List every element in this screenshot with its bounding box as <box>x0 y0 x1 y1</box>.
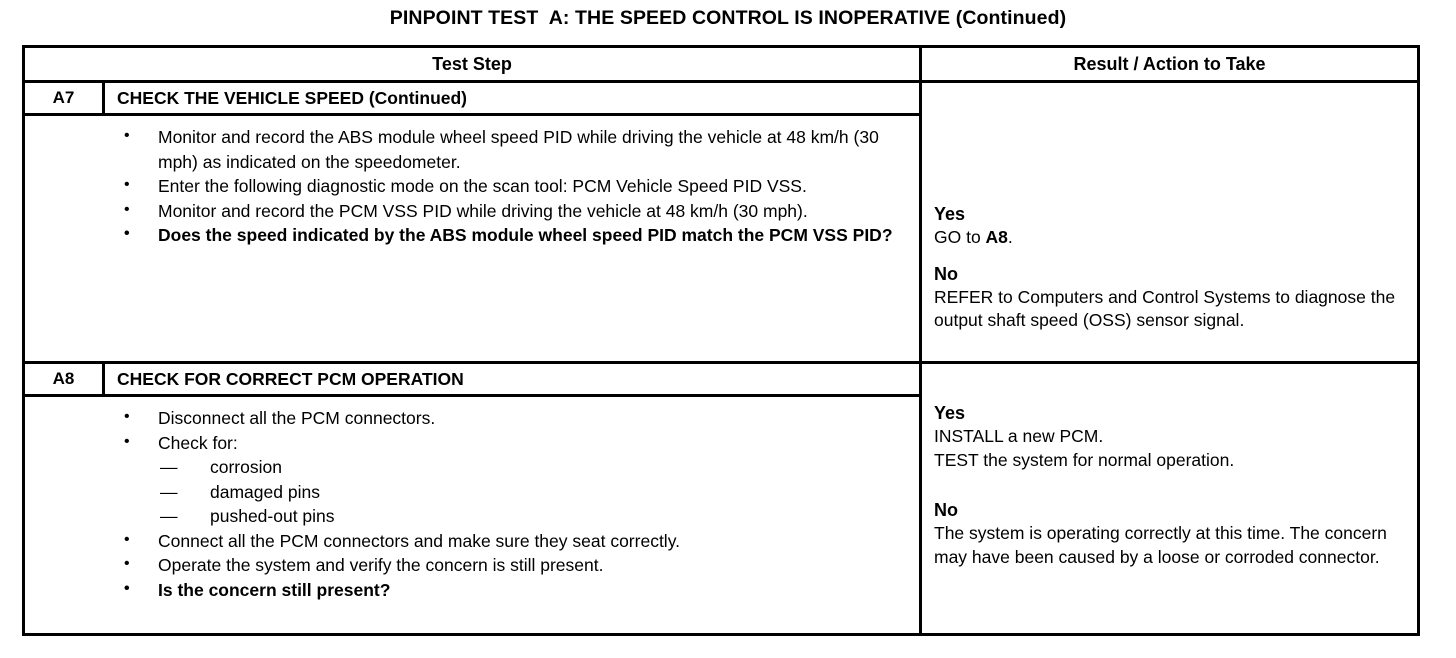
list-item: Check for: corrosion damaged pins pushed… <box>25 430 905 529</box>
list-item: Monitor and record the ABS module wheel … <box>25 124 905 174</box>
step-body-a8: Disconnect all the PCM connectors. Check… <box>25 397 919 633</box>
result-action-cell-a8: Yes INSTALL a new PCM. TEST the system f… <box>922 364 1417 633</box>
test-step-cell-a8: A8 CHECK FOR CORRECT PCM OPERATION Disco… <box>25 364 922 633</box>
table-header-row: Test Step Result / Action to Take <box>25 48 1417 83</box>
spacer <box>934 250 1405 263</box>
step-header-a7: A7 CHECK THE VEHICLE SPEED (Continued) <box>25 83 919 116</box>
page-title: PINPOINT TEST A: THE SPEED CONTROL IS IN… <box>389 7 1067 29</box>
step-title-a8: CHECK FOR CORRECT PCM OPERATION <box>117 368 464 389</box>
sub-list-item: damaged pins <box>158 480 905 505</box>
result-no-text-a8: The system is operating correctly at thi… <box>934 523 1387 567</box>
result-yes-line1-a8: INSTALL a new PCM. <box>934 426 1104 446</box>
step-id-a8: A8 <box>25 364 105 394</box>
test-step-cell-a7: A7 CHECK THE VEHICLE SPEED (Continued) M… <box>25 83 922 361</box>
step-body-a7: Monitor and record the ABS module wheel … <box>25 116 919 361</box>
result-yes-text-pre-a7: GO to <box>934 227 986 247</box>
column-header-result-action: Result / Action to Take <box>1073 53 1266 74</box>
step-id-a7: A7 <box>25 83 105 113</box>
result-action-cell-a7: Yes GO to A8. No REFER to Computers and … <box>922 83 1417 361</box>
result-yes-label-a7: Yes <box>934 204 966 224</box>
result-no-text-a7: REFER to Computers and Control Systems t… <box>934 286 1396 331</box>
result-yes-text-a7: GO to A8. <box>934 226 1405 250</box>
list-item: Is the concern still present? <box>25 577 905 603</box>
result-yes-line2-a8: TEST the system for normal operation. <box>934 449 1235 470</box>
list-item: Enter the following diagnostic mode on t… <box>25 173 905 199</box>
result-yes-target-a7: A8 <box>985 227 1008 247</box>
list-item: Connect all the PCM connectors and make … <box>25 528 905 554</box>
list-item: Operate the system and verify the concer… <box>25 552 905 578</box>
step-bullet-list-a8: Disconnect all the PCM connectors. Check… <box>25 405 905 603</box>
sub-list-item: corrosion <box>158 455 905 480</box>
list-item: Does the speed indicated by the ABS modu… <box>25 222 905 248</box>
result-no-label-a7: No <box>934 263 958 284</box>
column-header-test-step: Test Step <box>25 48 922 80</box>
step-sub-list-a8: corrosion damaged pins pushed-out pins <box>158 455 905 529</box>
list-item: Disconnect all the PCM connectors. <box>25 405 905 431</box>
result-no-label-a8: No <box>934 500 958 520</box>
list-item: Monitor and record the PCM VSS PID while… <box>25 198 905 224</box>
pinpoint-test-table: Test Step Result / Action to Take A7 CHE… <box>22 45 1420 636</box>
table-row-a7: A7 CHECK THE VEHICLE SPEED (Continued) M… <box>25 83 1417 364</box>
step-title-a7: CHECK THE VEHICLE SPEED (Continued) <box>117 87 468 108</box>
list-item-label: Check for: <box>158 432 238 453</box>
result-yes-label-a8: Yes <box>934 403 966 423</box>
step-bullet-list-a7: Monitor and record the ABS module wheel … <box>25 124 905 248</box>
step-header-a8: A8 CHECK FOR CORRECT PCM OPERATION <box>25 364 919 397</box>
table-row-a8: A8 CHECK FOR CORRECT PCM OPERATION Disco… <box>25 364 1417 633</box>
result-yes-text-post-a7: . <box>1007 227 1013 247</box>
sub-list-item: pushed-out pins <box>158 504 905 529</box>
spacer <box>934 472 1405 499</box>
